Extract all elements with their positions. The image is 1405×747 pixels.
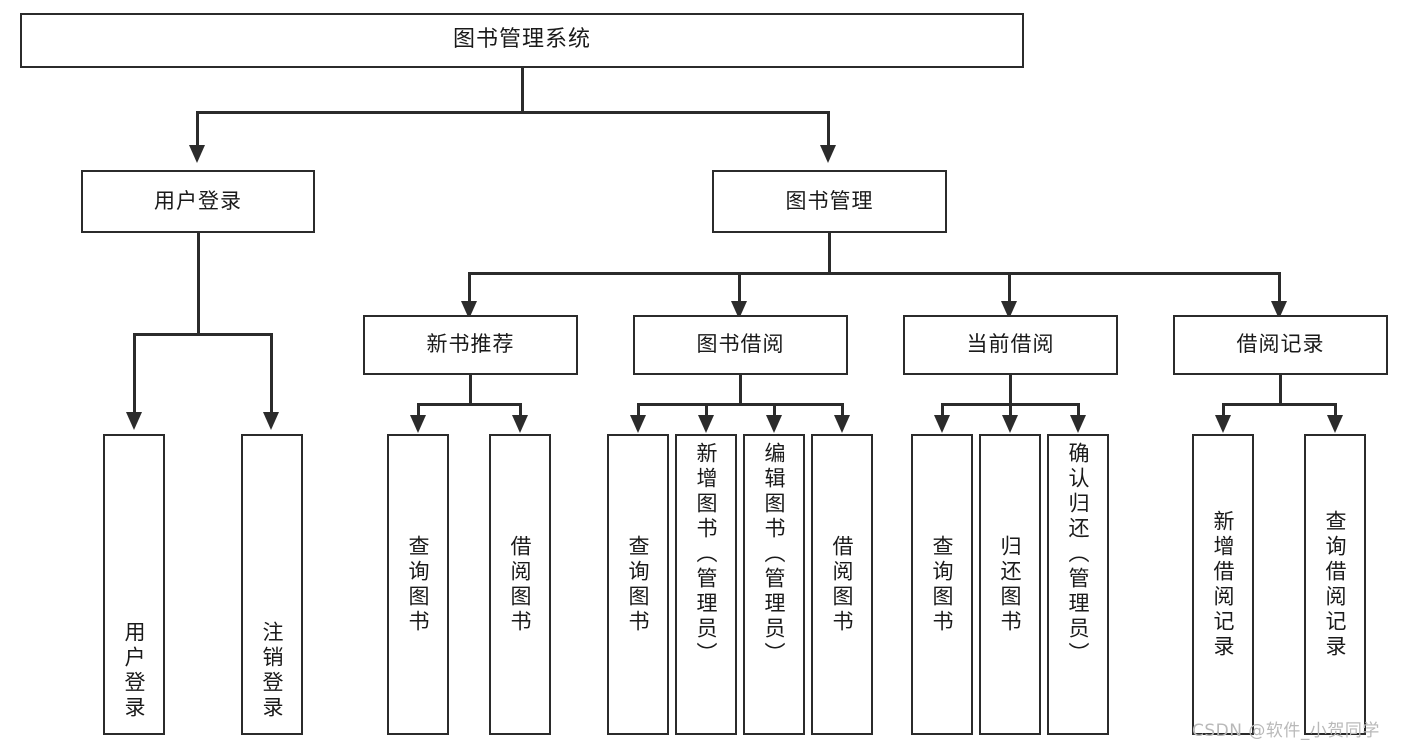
connector-nbr-bus bbox=[417, 403, 522, 406]
connector-br-stem bbox=[1279, 375, 1282, 405]
leaf-label: 查询图书 bbox=[626, 534, 651, 635]
arrow-to-user-login-leaf bbox=[126, 412, 142, 430]
arrow-root-to-book-manage bbox=[820, 145, 836, 163]
leaf-label: 注销登录 bbox=[260, 621, 285, 721]
leaf-label: 新增借阅记录 bbox=[1211, 509, 1236, 660]
connector-cb-drop-3 bbox=[1077, 403, 1080, 419]
arrow-bb-leaf-2 bbox=[698, 415, 714, 433]
connector-bm-drop-2 bbox=[738, 272, 741, 304]
connector-cb-drop-2 bbox=[1009, 403, 1012, 419]
connector-bb-drop-3 bbox=[773, 403, 776, 419]
connector-bm-drop-1 bbox=[468, 272, 471, 304]
leaf-label: 查询图书 bbox=[406, 534, 431, 635]
connector-br-drop-1 bbox=[1222, 403, 1225, 419]
leaf-borrow-book-bb[interactable]: 借阅图书 bbox=[811, 434, 873, 735]
connector-br-bus bbox=[1222, 403, 1337, 406]
leaf-query-book-cb[interactable]: 查询图书 bbox=[911, 434, 973, 735]
connector-nbr-drop-1 bbox=[417, 403, 420, 419]
arrow-to-current-borrow bbox=[1001, 301, 1017, 319]
leaf-label: 借阅图书 bbox=[508, 534, 533, 635]
leaf-label: 查询借阅记录 bbox=[1323, 509, 1348, 660]
connector-cb-drop-1 bbox=[941, 403, 944, 419]
arrow-to-borrow-record bbox=[1271, 301, 1287, 319]
leaf-query-book-bb[interactable]: 查询图书 bbox=[607, 434, 669, 735]
node-label: 图书管理 bbox=[785, 188, 874, 213]
arrow-bb-leaf-4 bbox=[834, 415, 850, 433]
connector-book-manage-stem bbox=[828, 233, 831, 274]
arrow-br-leaf-1 bbox=[1215, 415, 1231, 433]
leaf-query-borrow-record[interactable]: 查询借阅记录 bbox=[1304, 434, 1366, 735]
arrow-cb-leaf-2 bbox=[1002, 415, 1018, 433]
arrow-root-to-user-login bbox=[189, 145, 205, 163]
connector-bb-stem bbox=[739, 375, 742, 405]
connector-user-login-bus bbox=[133, 333, 272, 336]
connector-root-drop-2 bbox=[827, 111, 830, 148]
leaf-logout[interactable]: 注销登录 bbox=[241, 434, 303, 735]
connector-user-login-drop-2 bbox=[270, 333, 273, 415]
node-label: 新书推荐 bbox=[426, 332, 515, 357]
connector-bb-bus bbox=[637, 403, 842, 406]
node-book-management[interactable]: 图书管理 bbox=[712, 170, 947, 233]
csdn-watermark: CSDN @软件_小贺同学 bbox=[1192, 721, 1380, 741]
node-book-borrow[interactable]: 图书借阅 bbox=[633, 315, 848, 375]
leaf-user-login[interactable]: 用户登录 bbox=[103, 434, 165, 735]
leaf-label: 确认归还（管理员） bbox=[1066, 442, 1091, 667]
arrow-to-new-book-recommend bbox=[461, 301, 477, 319]
arrow-to-logout-leaf bbox=[263, 412, 279, 430]
arrow-br-leaf-2 bbox=[1327, 415, 1343, 433]
connector-bm-drop-4 bbox=[1278, 272, 1281, 304]
leaf-query-book-nbr[interactable]: 查询图书 bbox=[387, 434, 449, 735]
arrow-nbr-leaf-1 bbox=[410, 415, 426, 433]
node-label: 用户登录 bbox=[154, 188, 242, 213]
connector-bb-drop-4 bbox=[841, 403, 844, 419]
node-label: 图书管理系统 bbox=[452, 27, 591, 53]
leaf-add-borrow-record[interactable]: 新增借阅记录 bbox=[1192, 434, 1254, 735]
arrow-nbr-leaf-2 bbox=[512, 415, 528, 433]
leaf-label: 用户登录 bbox=[122, 621, 147, 721]
leaf-label: 查询图书 bbox=[930, 534, 955, 635]
connector-bm-drop-3 bbox=[1008, 272, 1011, 304]
connector-root-stem bbox=[521, 68, 524, 112]
connector-bb-drop-1 bbox=[637, 403, 640, 419]
arrow-cb-leaf-1 bbox=[934, 415, 950, 433]
leaf-confirm-return-admin[interactable]: 确认归还（管理员） bbox=[1047, 434, 1109, 735]
node-borrow-record[interactable]: 借阅记录 bbox=[1173, 315, 1388, 375]
leaf-return-book[interactable]: 归还图书 bbox=[979, 434, 1041, 735]
connector-user-login-drop-1 bbox=[133, 333, 136, 415]
node-label: 当前借阅 bbox=[966, 332, 1055, 357]
leaf-label: 新增图书（管理员） bbox=[694, 442, 719, 667]
arrow-cb-leaf-3 bbox=[1070, 415, 1086, 433]
leaf-label: 编辑图书（管理员） bbox=[762, 442, 787, 667]
leaf-edit-book-admin[interactable]: 编辑图书（管理员） bbox=[743, 434, 805, 735]
leaf-borrow-book-nbr[interactable]: 借阅图书 bbox=[489, 434, 551, 735]
arrow-to-book-borrow bbox=[731, 301, 747, 319]
connector-br-drop-2 bbox=[1334, 403, 1337, 419]
connector-nbr-drop-2 bbox=[519, 403, 522, 419]
connector-book-manage-bus bbox=[468, 272, 1280, 275]
leaf-add-book-admin[interactable]: 新增图书（管理员） bbox=[675, 434, 737, 735]
node-root-library-system[interactable]: 图书管理系统 bbox=[20, 13, 1024, 68]
leaf-label: 归还图书 bbox=[998, 534, 1023, 635]
arrow-bb-leaf-3 bbox=[766, 415, 782, 433]
arrow-bb-leaf-1 bbox=[630, 415, 646, 433]
connector-cb-stem bbox=[1009, 375, 1012, 405]
connector-root-bus bbox=[196, 111, 830, 114]
node-user-login[interactable]: 用户登录 bbox=[81, 170, 315, 233]
connector-root-drop-1 bbox=[196, 111, 199, 148]
leaf-label: 借阅图书 bbox=[830, 534, 855, 635]
node-label: 借阅记录 bbox=[1236, 332, 1325, 357]
node-label: 图书借阅 bbox=[696, 332, 785, 357]
node-current-borrow[interactable]: 当前借阅 bbox=[903, 315, 1118, 375]
connector-user-login-stem bbox=[197, 233, 200, 335]
connector-bb-drop-2 bbox=[705, 403, 708, 419]
connector-nbr-stem bbox=[469, 375, 472, 405]
node-new-book-recommend[interactable]: 新书推荐 bbox=[363, 315, 578, 375]
